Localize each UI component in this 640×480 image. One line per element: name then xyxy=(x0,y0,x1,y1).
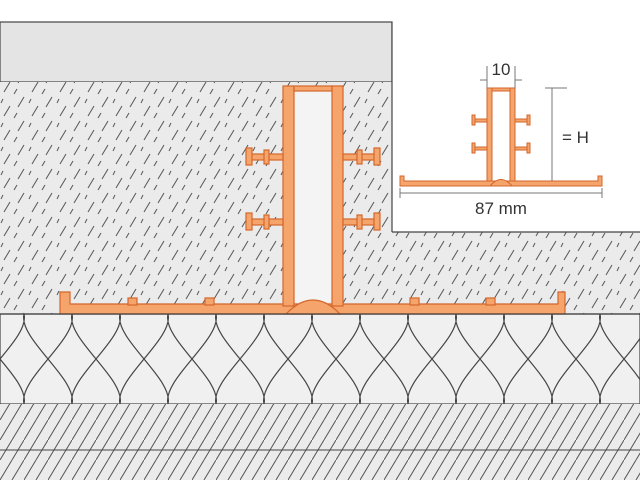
base-slab-hatch xyxy=(0,404,640,480)
joint-gap xyxy=(293,86,333,302)
length-dimension xyxy=(399,188,603,198)
top-covering-layer xyxy=(0,21,393,83)
joint-profile xyxy=(59,85,566,315)
length-label: 87 mm xyxy=(475,199,527,218)
insulation-layer xyxy=(0,313,640,405)
inset-panel: 10 = H 87 mm xyxy=(391,22,640,233)
inset-profile xyxy=(399,87,603,187)
height-dimension xyxy=(545,87,567,181)
insulation-loops xyxy=(0,314,640,404)
height-label: = H xyxy=(562,128,589,147)
width-label: 10 xyxy=(492,60,511,79)
width-dimension xyxy=(480,66,522,88)
